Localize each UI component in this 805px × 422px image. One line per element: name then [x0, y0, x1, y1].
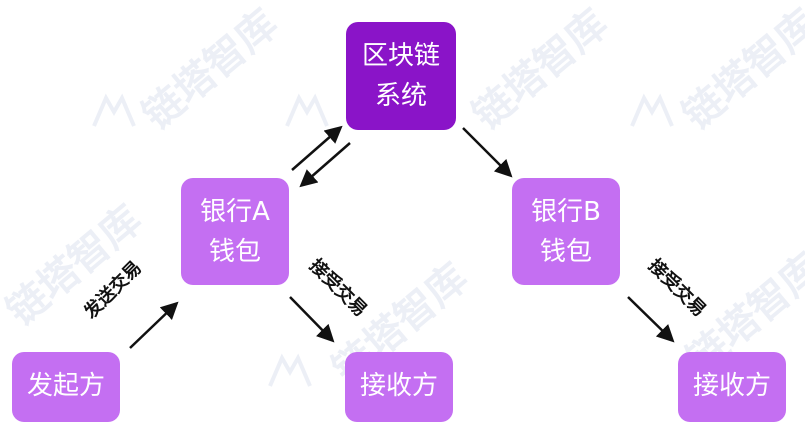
node-label: 钱包 [208, 236, 261, 267]
mountain-logo-icon [268, 353, 312, 387]
node-label: 接收方 [359, 371, 438, 401]
node-label: 接收方 [692, 371, 771, 401]
mountain-logo-icon [92, 93, 136, 127]
node-label: 钱包 [539, 236, 592, 267]
mountain-logo-icon [285, 93, 329, 127]
bank-b-wallet-node: 银行B 钱包 [512, 178, 620, 285]
node-label: 银行A [200, 196, 270, 227]
arrow-blockchain-to-wallet-a [299, 142, 351, 188]
receiver-a-node: 接收方 [345, 352, 453, 422]
arrow-wallet-a-to-blockchain [291, 125, 343, 171]
node-label: 银行B [531, 196, 601, 227]
node-label: 发起方 [26, 371, 105, 401]
connector-arrows [129, 125, 675, 349]
sender-node: 发起方 [12, 352, 120, 422]
mountain-logo-icon [630, 93, 674, 127]
receiver-b-node: 接收方 [678, 352, 786, 422]
node-label: 区块链 [361, 41, 440, 71]
arrow-blockchain-to-wallet-b [462, 127, 513, 178]
arrow-wallet-b-to-receiver [627, 296, 675, 343]
bank-a-wallet-node: 银行A 钱包 [181, 178, 289, 285]
node-label: 系统 [374, 81, 427, 111]
arrow-sender-to-wallet-a [129, 301, 179, 349]
arrow-wallet-a-to-receiver [289, 296, 335, 343]
blockchain-system-node: 区块链 系统 [346, 22, 456, 130]
